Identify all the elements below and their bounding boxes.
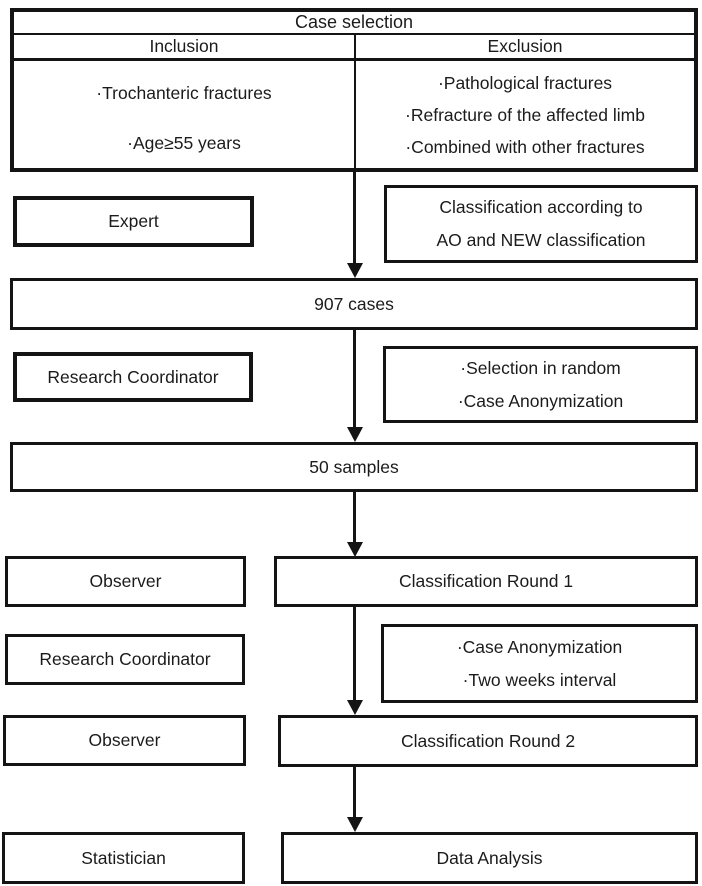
arrow-line <box>353 172 356 266</box>
round-1-box: Classification Round 1 <box>274 556 698 607</box>
table-title: Case selection <box>14 12 694 35</box>
exclusion-cell: ·Pathological fractures ·Refracture of t… <box>356 61 694 168</box>
selection-note-line: ·Case Anonymization <box>457 390 624 411</box>
arrow-line <box>353 492 356 545</box>
samples-box: 50 samples <box>10 442 698 492</box>
inclusion-item: ·Trochanteric fractures <box>96 83 272 103</box>
arrow-line <box>353 330 356 430</box>
arrow-line <box>353 607 356 703</box>
inclusion-item: ·Age≥55 years <box>127 133 241 153</box>
inclusion-header: Inclusion <box>14 35 356 58</box>
flow-arrow-3 <box>347 492 363 557</box>
cases-box: 907 cases <box>10 278 698 330</box>
statistician-box: Statistician <box>2 832 245 884</box>
arrow-head-icon <box>347 817 363 832</box>
data-analysis-box: Data Analysis <box>281 832 698 884</box>
research-coordinator-1-box: Research Coordinator <box>13 352 253 402</box>
arrow-head-icon <box>347 542 363 557</box>
selection-note-box: ·Selection in random ·Case Anonymization <box>383 346 698 423</box>
exclusion-item: ·Pathological fractures <box>437 72 613 93</box>
research-coordinator-2-box: Research Coordinator <box>5 634 245 685</box>
observer-1-box: Observer <box>5 556 246 607</box>
expert-box: Expert <box>13 196 254 247</box>
case-selection-table: Case selection Inclusion Exclusion ·Troc… <box>10 8 698 172</box>
exclusion-header: Exclusion <box>487 36 563 56</box>
exclusion-item: ·Refracture of the affected limb <box>405 104 645 125</box>
round-2-box: Classification Round 2 <box>278 715 698 767</box>
classification-note-box: Classification according to AO and NEW c… <box>384 185 698 263</box>
arrow-head-icon <box>347 427 363 442</box>
arrow-line <box>353 767 356 820</box>
interval-note-line: ·Case Anonymization <box>456 636 623 657</box>
classification-note-line: Classification according to <box>439 197 643 217</box>
inclusion-cell: ·Trochanteric fractures ·Age≥55 years <box>14 61 356 168</box>
exclusion-item: ·Combined with other fractures <box>405 136 645 157</box>
arrow-head-icon <box>347 700 363 715</box>
flow-arrow-4 <box>347 607 363 715</box>
arrow-head-icon <box>347 263 363 278</box>
flow-arrow-5 <box>347 767 363 832</box>
flow-arrow-1 <box>347 172 363 278</box>
flow-arrow-2 <box>347 330 363 442</box>
observer-2-box: Observer <box>3 715 246 766</box>
classification-note-line: AO and NEW classification <box>436 230 646 250</box>
selection-note-line: ·Selection in random <box>460 357 621 378</box>
interval-note-line: ·Two weeks interval <box>462 669 617 690</box>
interval-note-box: ·Case Anonymization ·Two weeks interval <box>381 624 698 703</box>
